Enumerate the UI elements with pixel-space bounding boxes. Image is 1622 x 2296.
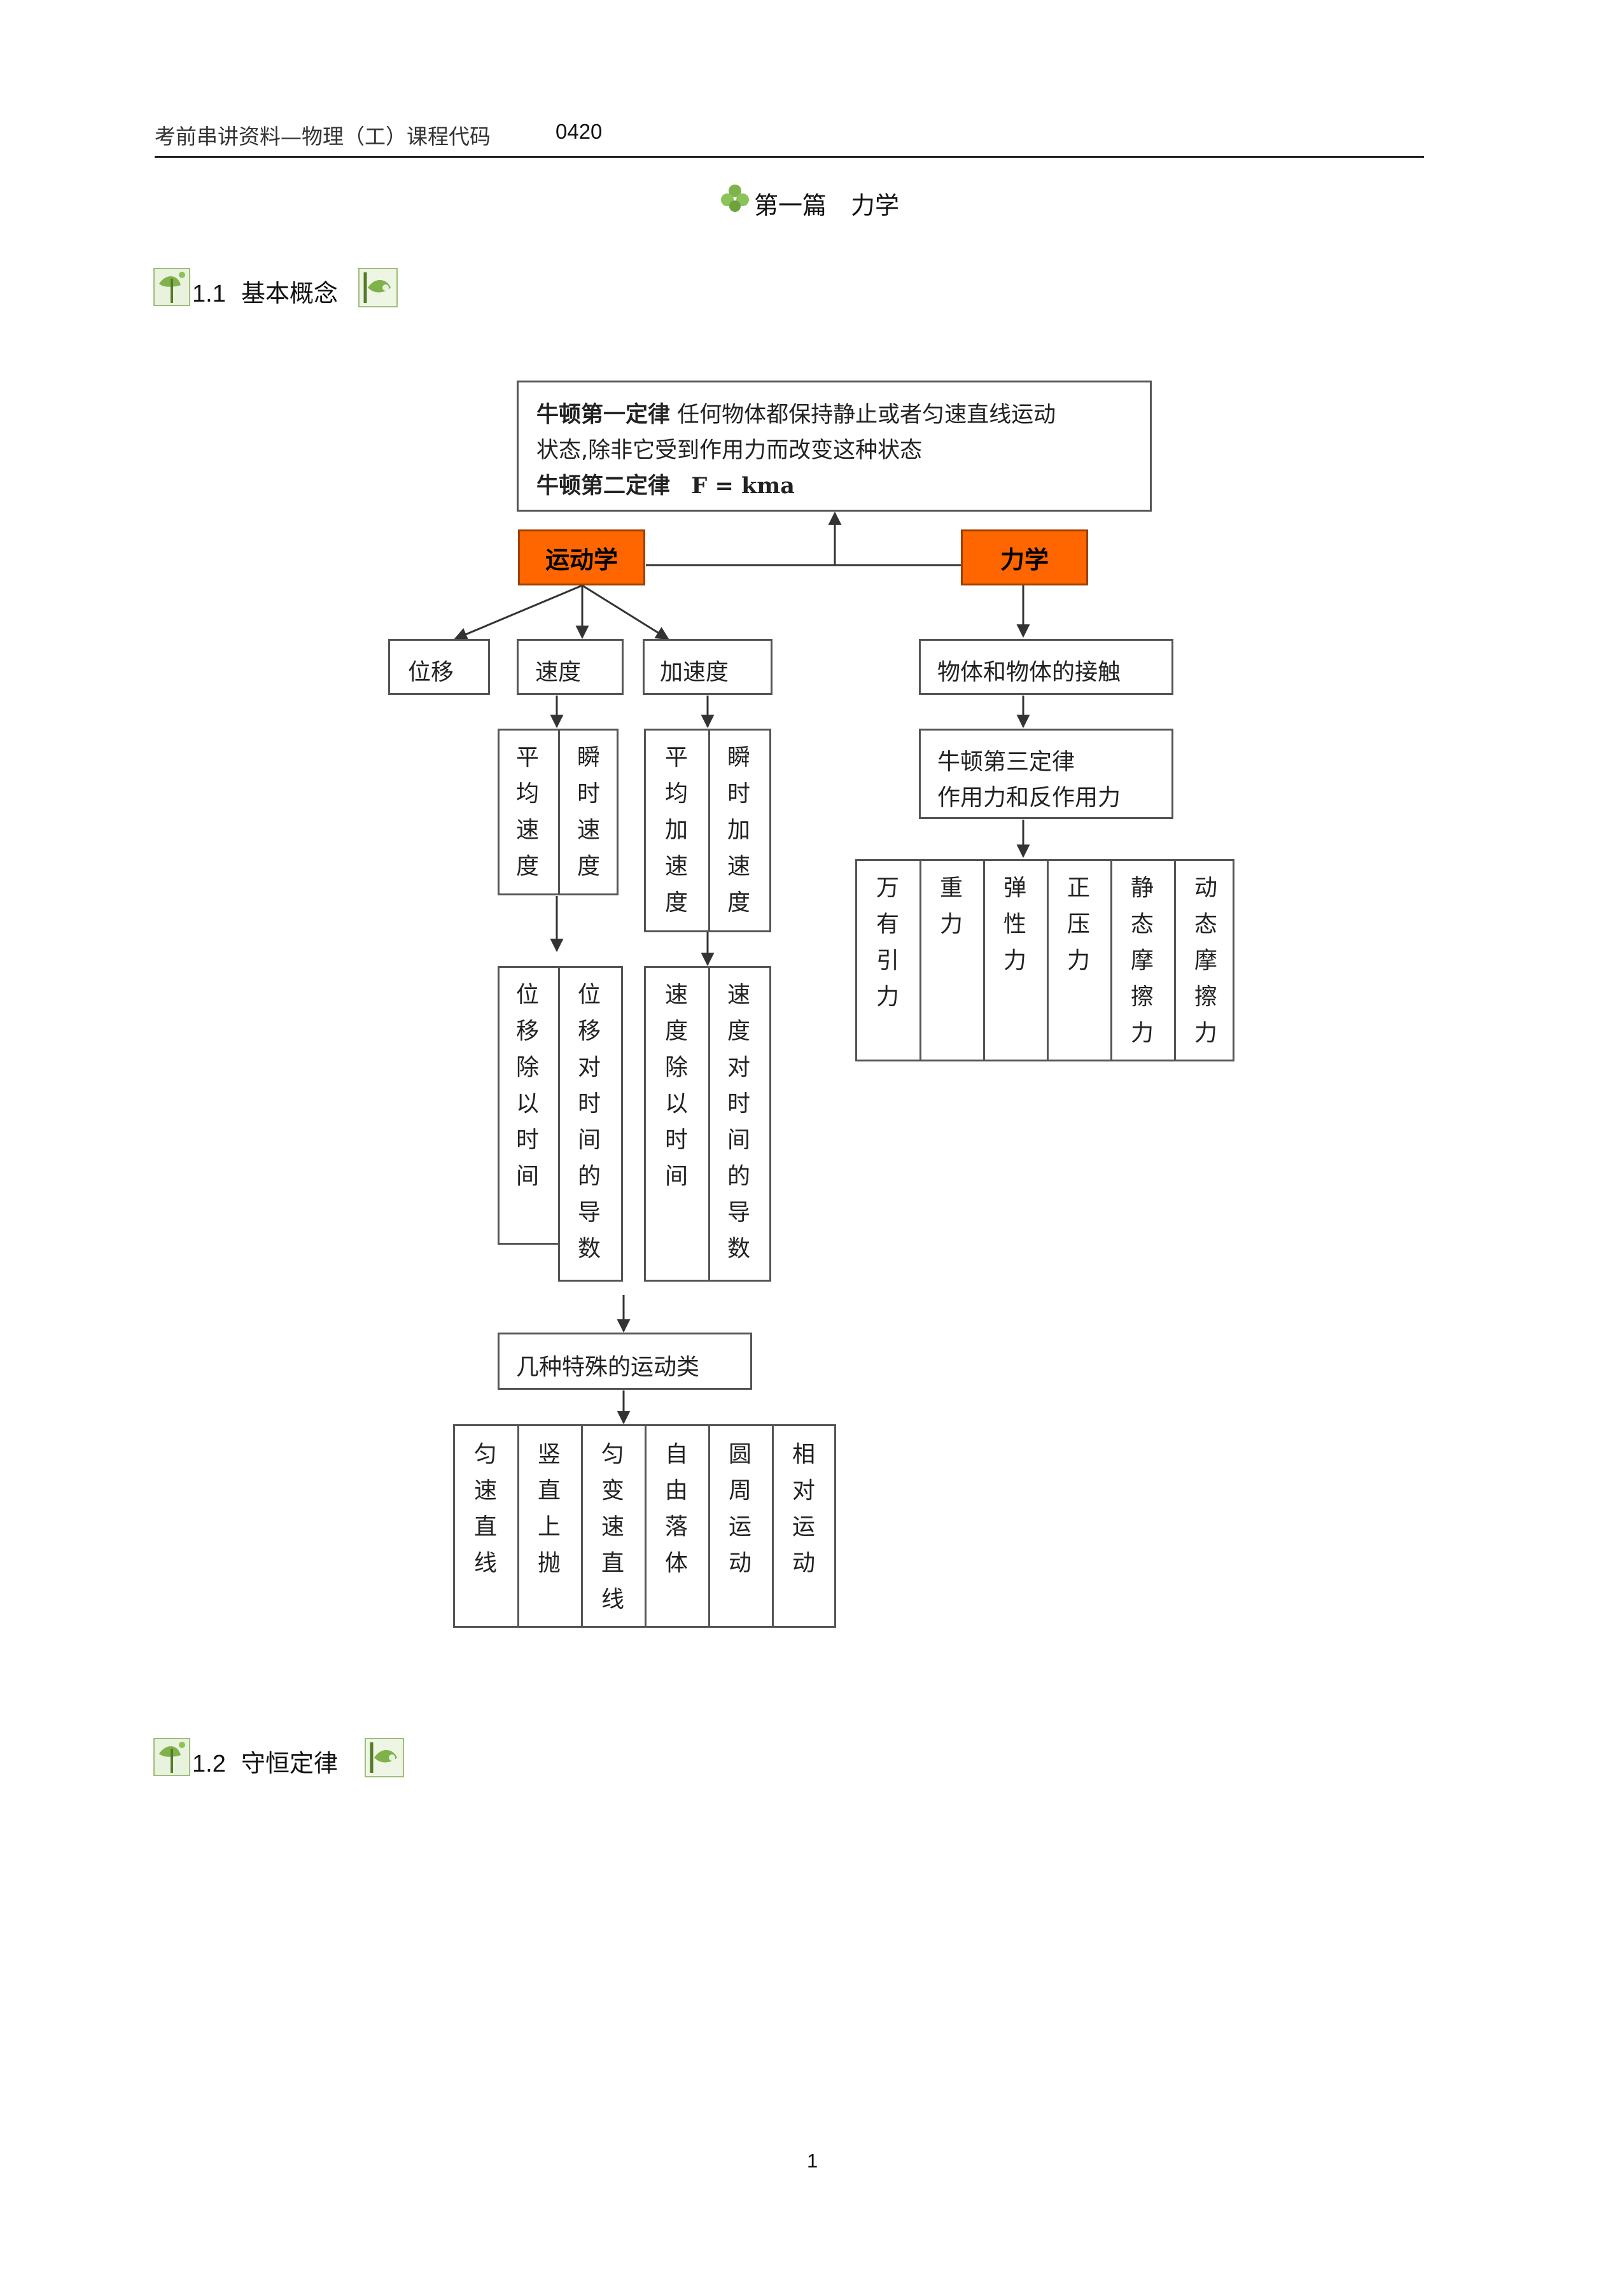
displacement-label: 位移 bbox=[408, 659, 454, 685]
acceleration-def-instant: 速度对时间的导数 bbox=[727, 982, 750, 1262]
section-1-2-heading: 1.2 守恒定律 bbox=[192, 1744, 338, 1779]
third-law-box: 牛顿第三定律 作用力和反作用力 bbox=[919, 729, 1173, 819]
motion-free-fall: 自由落体 bbox=[664, 1441, 688, 1576]
kinematics-header: 运动学 bbox=[518, 529, 645, 585]
special-motion-label: 几种特殊的运动类 bbox=[516, 1354, 700, 1380]
motions-table: 匀速直线 竖直上抛 匀变速直线 自由落体 圆周运动 相对运动 bbox=[453, 1424, 836, 1628]
first-law-label: 牛顿第一定律 bbox=[536, 402, 671, 428]
section-number: 1.2 bbox=[192, 1751, 226, 1777]
third-law-title: 牛顿第三定律 bbox=[937, 749, 1075, 775]
average-velocity: 平均速度 bbox=[515, 745, 539, 879]
instantaneous-velocity: 瞬时速度 bbox=[577, 745, 600, 879]
force-normal: 正压力 bbox=[1066, 875, 1090, 974]
special-motion-box: 几种特殊的运动类 bbox=[498, 1333, 752, 1390]
leaf-right-icon bbox=[358, 268, 398, 307]
leaf-left-icon bbox=[153, 268, 190, 306]
page-number: 1 bbox=[807, 2150, 818, 2172]
displacement-box: 位移 bbox=[388, 639, 490, 695]
velocity-def-average-box: 位移除以时间 bbox=[498, 966, 560, 1245]
newton-laws-box: 牛顿第一定律 任何物体都保持静止或者匀速直线运动 状态,除非它受到作用力而改变这… bbox=[517, 381, 1152, 512]
motion-vertical-throw: 竖直上抛 bbox=[537, 1441, 561, 1576]
section-title: 守恒定律 bbox=[241, 1749, 339, 1777]
force-gravitation: 万有引力 bbox=[876, 875, 899, 1010]
header-course-code: 0420 bbox=[556, 120, 603, 143]
dynamics-header: 力学 bbox=[961, 529, 1088, 585]
velocity-def-instant: 位移对时间的导数 bbox=[577, 982, 601, 1262]
acceleration-def-average: 速度除以时间 bbox=[664, 982, 688, 1189]
section-number: 1.1 bbox=[192, 281, 226, 307]
forces-table: 万有引力 重力 弹性力 正压力 静态摩擦力 动态摩擦力 bbox=[855, 859, 1234, 1061]
force-kinetic-friction: 动态摩擦力 bbox=[1194, 875, 1217, 1046]
third-law-desc: 作用力和反作用力 bbox=[937, 785, 1121, 811]
motion-relative: 相对运动 bbox=[792, 1441, 815, 1576]
leaf-right-icon bbox=[365, 1738, 404, 1777]
clover-icon bbox=[721, 185, 749, 212]
average-acceleration: 平均加速度 bbox=[664, 745, 688, 916]
velocity-def-average: 位移除以时间 bbox=[515, 982, 539, 1189]
force-static-friction: 静态摩擦力 bbox=[1130, 875, 1154, 1046]
acceleration-defs-box: 速度除以时间 速度对时间的导数 bbox=[644, 966, 771, 1282]
motion-uniform-acceleration: 匀变速直线 bbox=[601, 1441, 624, 1613]
header-divider bbox=[155, 156, 1424, 158]
velocity-def-instant-box: 位移对时间的导数 bbox=[558, 966, 623, 1282]
contact-label: 物体和物体的接触 bbox=[937, 659, 1121, 685]
section-1-1-heading: 1.1 基本概念 bbox=[192, 274, 338, 309]
section-title: 基本概念 bbox=[241, 279, 339, 307]
first-law-text: 任何物体都保持静止或者匀速直线运动 bbox=[677, 402, 1056, 428]
motion-circular: 圆周运动 bbox=[728, 1441, 752, 1576]
chapter-title: 第一篇 力学 bbox=[754, 192, 900, 220]
acceleration-types-box: 平均加速度 瞬时加速度 bbox=[644, 729, 771, 932]
acceleration-label: 加速度 bbox=[660, 659, 729, 685]
instantaneous-acceleration: 瞬时加速度 bbox=[727, 745, 750, 916]
second-law-line: 牛顿第二定律 F = kma bbox=[536, 468, 795, 500]
velocity-box: 速度 bbox=[517, 639, 624, 695]
motion-uniform-linear: 匀速直线 bbox=[473, 1441, 497, 1576]
contact-box: 物体和物体的接触 bbox=[919, 639, 1173, 695]
second-law-formula: F = kma bbox=[691, 473, 795, 499]
velocity-types-box: 平均速度 瞬时速度 bbox=[498, 729, 619, 895]
force-elastic: 弹性力 bbox=[1003, 875, 1026, 974]
velocity-label: 速度 bbox=[535, 659, 582, 685]
first-law-line: 牛顿第一定律 任何物体都保持静止或者匀速直线运动 bbox=[536, 396, 1056, 429]
header-title: 考前串讲资料—物理（工）课程代码 bbox=[155, 124, 491, 149]
second-law-label: 牛顿第二定律 bbox=[536, 473, 671, 499]
first-law-text-cont: 状态,除非它受到作用力而改变这种状态 bbox=[536, 438, 923, 463]
acceleration-box: 加速度 bbox=[643, 639, 773, 695]
force-gravity: 重力 bbox=[939, 875, 963, 937]
leaf-left-icon bbox=[153, 1738, 190, 1776]
